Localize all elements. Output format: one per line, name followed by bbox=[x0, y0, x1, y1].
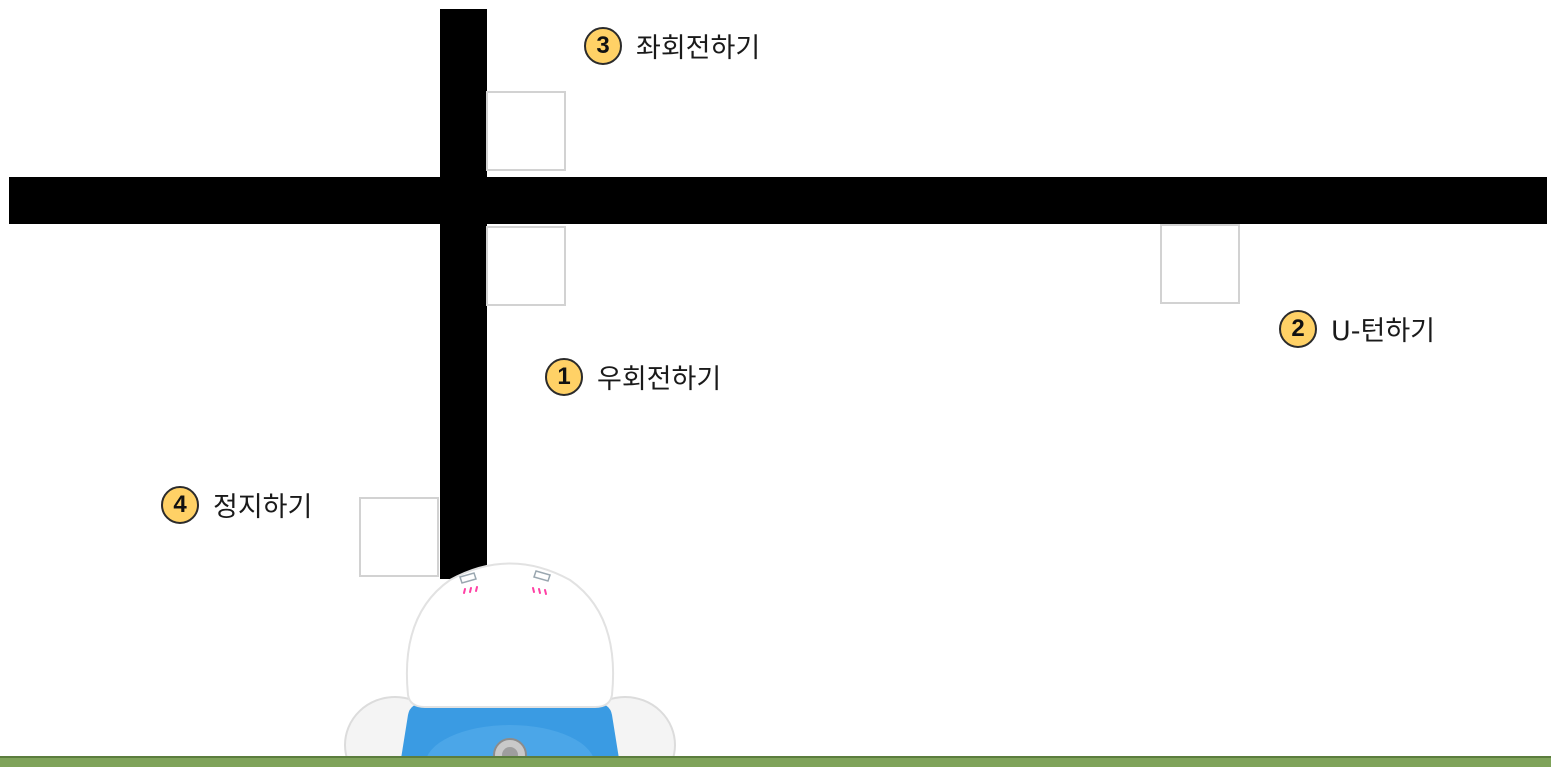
right-turn-drop-box[interactable] bbox=[486, 226, 566, 306]
number-badge-1: 1 bbox=[545, 357, 583, 396]
track-line-vertical bbox=[440, 9, 487, 579]
left-turn-drop-box[interactable] bbox=[486, 91, 566, 171]
number-badge-2: 2 bbox=[1279, 309, 1317, 348]
u-turn-text: U-턴하기 bbox=[1331, 316, 1436, 347]
stop-drop-box[interactable] bbox=[359, 497, 439, 577]
track-line-horizontal bbox=[9, 177, 1547, 224]
u-turn-drop-box[interactable] bbox=[1160, 224, 1240, 304]
number-badge-4: 4 bbox=[161, 485, 199, 524]
u-turn-label: 2 U-턴하기 bbox=[1279, 309, 1435, 348]
right-turn-label: 1 우회전하기 bbox=[545, 357, 721, 396]
line-tracer-robot-icon bbox=[344, 562, 676, 765]
stop-label: 4 정지하기 bbox=[161, 485, 312, 524]
stop-text: 정지하기 bbox=[213, 492, 313, 523]
number-badge-3: 3 bbox=[584, 26, 622, 65]
floor-strip bbox=[0, 756, 1551, 767]
left-turn-label: 3 좌회전하기 bbox=[584, 26, 760, 65]
left-turn-text: 좌회전하기 bbox=[636, 33, 761, 64]
right-turn-text: 우회전하기 bbox=[597, 364, 722, 395]
